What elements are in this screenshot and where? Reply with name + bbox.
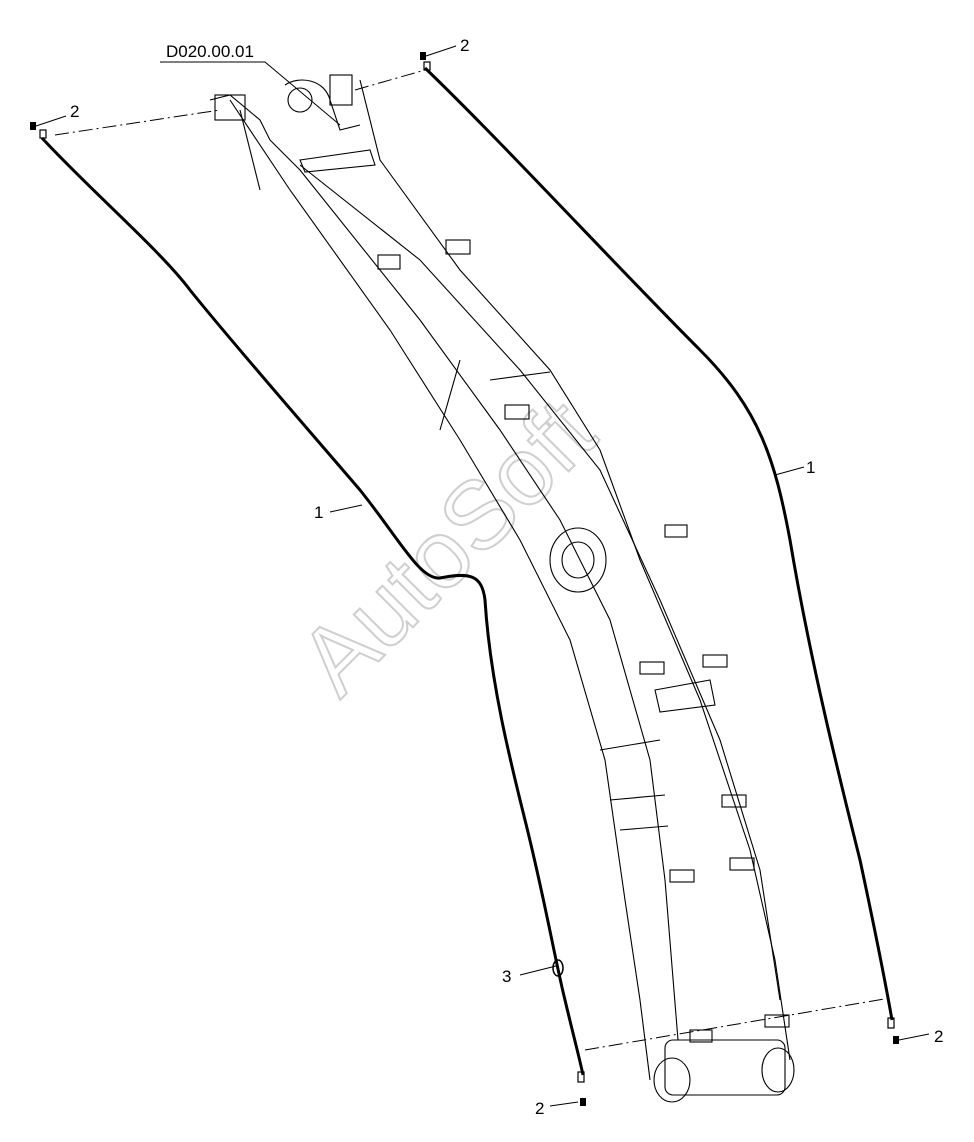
clamp [552,959,564,977]
leader-lines [35,45,930,1107]
watermark-text: AutoSoft [279,379,615,715]
callout-clamp: 3 [502,967,511,986]
watermark: AutoSoft [278,378,616,716]
callout-hose-right: 1 [806,458,815,477]
alignment-lines [54,69,891,1051]
fitting-bottom-right [893,1036,899,1044]
hose-right [423,66,894,1021]
callout-fitting-bottom-right: 2 [934,1027,943,1046]
hose-left [40,136,585,1076]
boom-arm [209,74,795,1103]
callout-fitting-bottom-left: 2 [535,1099,544,1118]
callout-fitting-top-right: 2 [460,36,469,55]
assembly-label: D020.00.01 [166,42,254,61]
fitting-bottom-left [580,1098,586,1106]
fitting-top-left [30,122,36,130]
fittings [30,52,899,1106]
callout-fitting-top-left: 2 [70,102,79,121]
boom-pin-hole [287,87,313,113]
fitting-top-right [420,52,426,60]
callout-hose-left: 1 [314,503,323,522]
fitting-ends [39,61,895,1083]
